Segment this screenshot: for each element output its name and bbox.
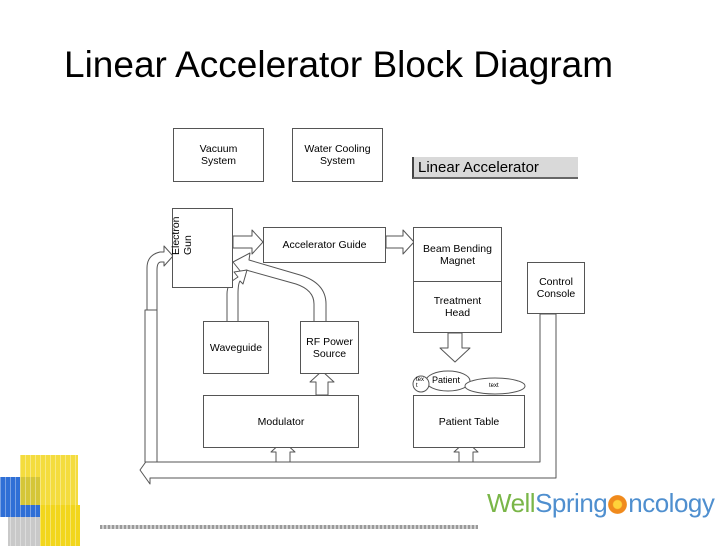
patient-table-block: Patient Table bbox=[413, 395, 525, 448]
text-label-left: tex t bbox=[416, 377, 425, 389]
left-strip bbox=[144, 309, 158, 463]
logo-text-ncology: ncology bbox=[628, 488, 715, 518]
patient-label: Patient bbox=[432, 375, 461, 385]
electron-gun-label: Electron Gun bbox=[170, 216, 194, 255]
linear-accelerator-label: Linear Accelerator bbox=[418, 158, 539, 176]
electron-gun-block: Electron Gun bbox=[170, 208, 233, 288]
slide-title: Linear Accelerator Block Diagram bbox=[64, 44, 614, 85]
waveguide-label: Waveguide bbox=[209, 341, 263, 354]
rf-to-guide-arrow bbox=[232, 252, 327, 323]
treatment-head-label: Treatment Head bbox=[433, 295, 482, 319]
patient-table-label: Patient Table bbox=[438, 415, 500, 428]
rf-power-source-block: RF Power Source bbox=[300, 321, 359, 374]
head-to-patient-arrow bbox=[439, 332, 471, 363]
water-cooling-system-label: Water Cooling System bbox=[304, 143, 371, 167]
vacuum-system-label: Vacuum System bbox=[199, 143, 238, 167]
bottom-rule bbox=[100, 525, 478, 529]
modulator-label: Modulator bbox=[257, 415, 305, 428]
wellspring-oncology-logo: WellSpring ncology bbox=[487, 488, 715, 519]
guide-to-magnet-arrow bbox=[385, 229, 415, 255]
rf-power-source-label: RF Power Source bbox=[306, 335, 353, 360]
treatment-head-block: Treatment Head bbox=[413, 281, 502, 333]
sun-icon bbox=[608, 495, 628, 514]
control-console-label: Control Console bbox=[536, 276, 576, 300]
gun-to-guide-arrow bbox=[232, 229, 264, 255]
accelerator-guide-block: Accelerator Guide bbox=[263, 227, 386, 263]
water-cooling-system-block: Water Cooling System bbox=[292, 128, 383, 182]
control-console-block: Control Console bbox=[527, 262, 585, 314]
waveguide-block: Waveguide bbox=[203, 321, 269, 374]
text-oval-right bbox=[464, 377, 526, 395]
corner-decoration bbox=[0, 455, 100, 546]
mod-to-rf-arrow bbox=[309, 370, 335, 396]
accelerator-guide-label: Accelerator Guide bbox=[282, 239, 367, 251]
logo-text-well: Well bbox=[487, 488, 536, 518]
modulator-block: Modulator bbox=[203, 395, 359, 448]
text-label-right: text bbox=[489, 383, 499, 389]
beam-bending-magnet-label: Beam Bending Magnet bbox=[423, 242, 492, 267]
beam-bending-magnet-block: Beam Bending Magnet bbox=[413, 227, 502, 282]
return-path-arrow bbox=[139, 313, 557, 485]
text-oval-left bbox=[412, 375, 430, 393]
logo-text-spring: Spring bbox=[535, 488, 608, 518]
linear-accelerator-tag: Linear Accelerator bbox=[412, 157, 578, 179]
vacuum-system-block: Vacuum System bbox=[173, 128, 264, 182]
